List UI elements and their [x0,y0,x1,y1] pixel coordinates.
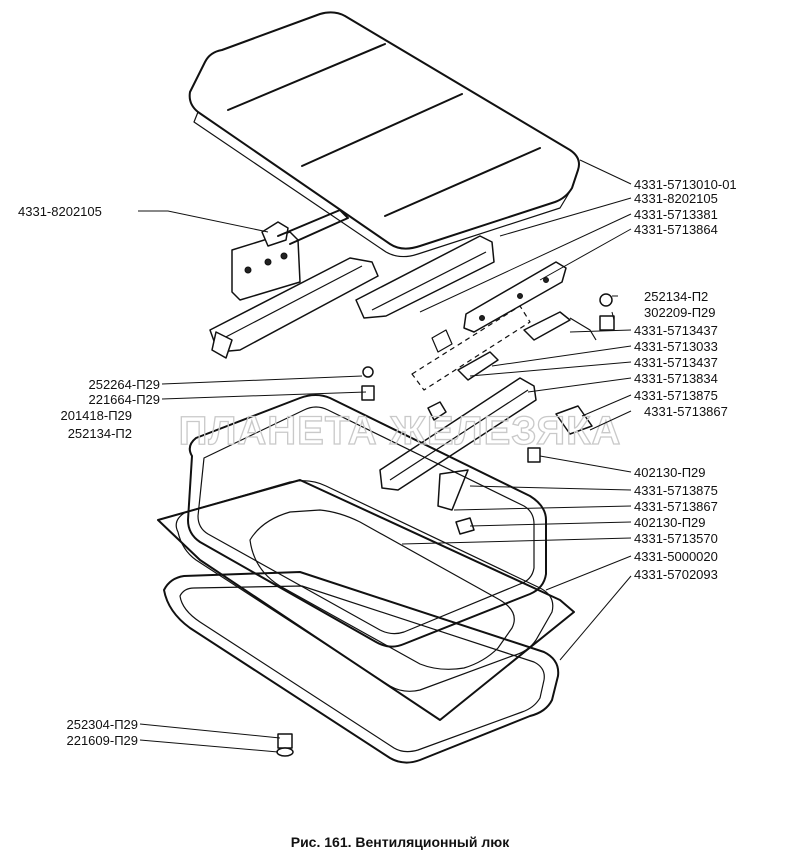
label-4331-5713875-b: 4331-5713875 [634,483,718,498]
label-4331-5702093: 4331-5702093 [634,567,718,582]
label-402130-p29-b: 402130-П29 [634,515,706,530]
label-4331-5713010-01: 4331-5713010-01 [634,177,737,192]
hinge-bracket-left [231,209,349,301]
label-252264-p29: 252264-П29 [88,377,160,392]
label-4331-5713033: 4331-5713033 [634,339,718,354]
part-labels: 4331-8202105 4331-5713010-01 4331-820210… [18,177,737,748]
hinge-rails [209,235,495,359]
label-4331-5000020: 4331-5000020 [634,549,718,564]
label-221664-p29: 221664-П29 [88,392,160,407]
label-201418-p29: 201418-П29 [60,408,132,423]
label-4331-5713381: 4331-5713381 [634,207,718,222]
label-252134-p2-left: 252134-П2 [68,426,132,441]
label-4331-5713570: 4331-5713570 [634,531,718,546]
inner-frame [187,394,547,648]
figure-caption: Рис. 161. Вентиляционный люк [291,834,511,850]
label-4331-8202105-left: 4331-8202105 [18,204,102,219]
label-4331-5713867-a: 4331-5713867 [644,404,728,419]
label-252304-p29: 252304-П29 [66,717,138,732]
label-4331-8202105-right: 4331-8202105 [634,191,718,206]
small-hardware [276,293,615,757]
label-4331-5713834: 4331-5713834 [634,371,718,386]
label-4331-5713437-b: 4331-5713437 [634,355,718,370]
label-4331-5713864: 4331-5713864 [634,222,718,237]
watermark: ПЛАНЕТА ЖЕЛЕЗЯКА [179,409,622,453]
leader-lines [138,159,632,753]
label-4331-5713875-a: 4331-5713875 [634,388,718,403]
seal-and-base [157,479,575,764]
label-302209-p29: 302209-П29 [644,305,716,320]
lift-arm [379,377,537,511]
label-252134-p2-right: 252134-П2 [644,289,708,304]
hatch-cover [188,11,580,258]
label-4331-5713437-a: 4331-5713437 [634,323,718,338]
label-4331-5713867-b: 4331-5713867 [634,499,718,514]
label-221609-p29: 221609-П29 [66,733,138,748]
label-402130-p29-a: 402130-П29 [634,465,706,480]
